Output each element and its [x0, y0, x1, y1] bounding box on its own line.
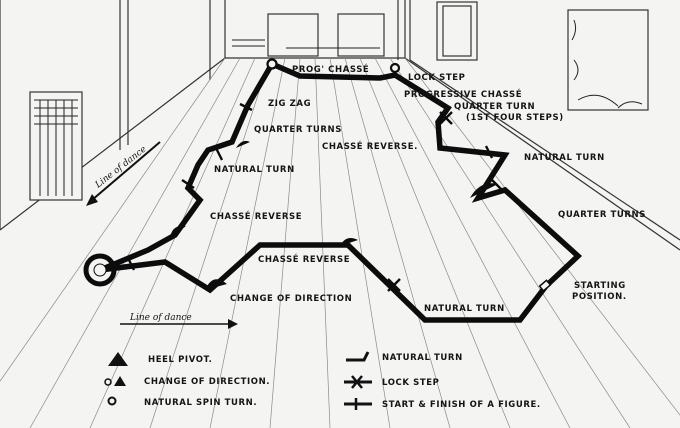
- figure-path: [98, 60, 583, 323]
- lock-step-icon: [387, 111, 453, 292]
- heel-pivot-icon: [170, 225, 186, 238]
- chasse-reverse-mid-label: CHASSÉ REVERSE: [258, 253, 350, 265]
- line-of-dance-diagonal-label: Line of dance: [93, 144, 149, 191]
- quarter-turns-upper-label: QUARTER TURNS: [254, 125, 342, 135]
- path-labels: PROG' CHASSÉ LOCK STEP PROGRESSIVE CHASS…: [210, 63, 646, 314]
- starting-position-marker: [538, 279, 552, 292]
- line-of-dance-diagonal: Line of dance: [86, 141, 161, 206]
- legend-item-change-of-direction: CHANGE OF DIRECTION.: [104, 376, 270, 387]
- natural-turn-left-label: NATURAL TURN: [214, 165, 295, 175]
- legend-item-lock-step: LOCK STEP: [344, 375, 439, 389]
- natural-turn-right-label: NATURAL TURN: [524, 153, 605, 163]
- line-of-dance-bottom-label: Line of dance: [129, 313, 192, 323]
- natural-spin-turn-icon: [107, 396, 117, 406]
- legend: HEEL PIVOT. CHANGE OF DIRECTION. NATURAL…: [104, 351, 541, 410]
- line-of-dance-bottom: Line of dance: [120, 313, 238, 329]
- legend-item-natural-spin-turn: NATURAL SPIN TURN.: [107, 396, 257, 408]
- change-of-direction-icon: [104, 378, 112, 386]
- legend-item-heel-pivot: HEEL PIVOT.: [108, 352, 213, 366]
- heel-pivot-icon: [470, 183, 498, 198]
- legend-label: LOCK STEP: [382, 378, 439, 388]
- chasse-reverse-left-label: CHASSÉ REVERSE: [210, 210, 302, 222]
- legend-label: CHANGE OF DIRECTION.: [144, 377, 270, 387]
- change-of-direction-label: CHANGE OF DIRECTION: [230, 294, 352, 304]
- zig-zag-label: ZIG ZAG: [268, 99, 311, 109]
- quarter-turns-right-label: QUARTER TURNS: [558, 210, 646, 220]
- starting-position-label: STARTING: [574, 281, 626, 291]
- start-finish-icon: [126, 102, 503, 271]
- natural-spin-turn-icon: [83, 253, 117, 287]
- legend-label: START & FINISH OF A FIGURE.: [382, 400, 541, 410]
- legend-item-start-finish: START & FINISH OF A FIGURE.: [344, 398, 541, 410]
- change-of-direction-icon: [205, 279, 227, 290]
- heel-pivot-icon: [340, 238, 358, 246]
- legend-item-natural-turn: NATURAL TURN: [346, 351, 463, 363]
- spin-circle-icon: [389, 62, 401, 74]
- progressive-chasse-label: PROGRESSIVE CHASSÉ: [404, 88, 522, 100]
- legend-label: NATURAL TURN: [382, 353, 463, 363]
- lock-step-label: LOCK STEP: [408, 73, 465, 83]
- spin-circle-icon: [266, 58, 278, 70]
- legend-label: NATURAL SPIN TURN.: [144, 398, 257, 408]
- natural-turn-bottom-label: NATURAL TURN: [424, 304, 505, 314]
- first-four-steps-label: (1ST FOUR STEPS): [466, 113, 564, 123]
- dance-path: [83, 58, 583, 323]
- chasse-reverse-center-label: CHASSÉ REVERSE.: [322, 140, 418, 152]
- quarter-turn-label: QUARTER TURN: [454, 102, 535, 112]
- prog-chasse-label: PROG' CHASSÉ: [292, 63, 369, 75]
- legend-label: HEEL PIVOT.: [148, 355, 213, 365]
- heel-pivot-icon: [236, 140, 250, 148]
- natural-turn-icon: [346, 351, 370, 362]
- heel-pivot-icon: [108, 352, 128, 366]
- starting-position-label-2: POSITION.: [572, 292, 627, 302]
